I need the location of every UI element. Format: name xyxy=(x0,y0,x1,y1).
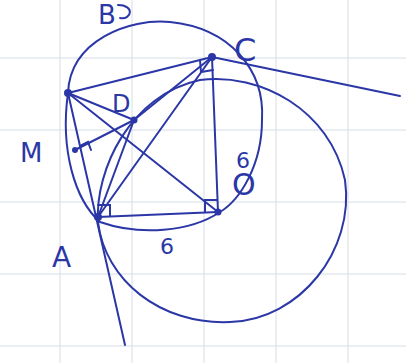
point-label: B xyxy=(98,2,116,28)
point-label: M xyxy=(20,140,42,166)
segment xyxy=(75,120,134,150)
point-label: A xyxy=(52,244,71,272)
curl-mark xyxy=(118,5,130,18)
segment xyxy=(68,93,134,120)
length-label: 6 xyxy=(160,236,174,258)
right-angle-mark xyxy=(200,60,213,72)
point-label: O xyxy=(232,170,256,200)
segment xyxy=(98,212,218,217)
points xyxy=(64,53,222,221)
segment xyxy=(134,57,212,120)
circumcircle xyxy=(66,22,262,231)
diagonal xyxy=(98,57,212,217)
big-circle xyxy=(98,79,346,322)
point-label: C xyxy=(234,34,256,66)
right-angle-mark xyxy=(80,142,91,150)
segment xyxy=(212,57,218,212)
point-label: D xyxy=(112,92,130,116)
length-label: 6 xyxy=(236,150,250,172)
